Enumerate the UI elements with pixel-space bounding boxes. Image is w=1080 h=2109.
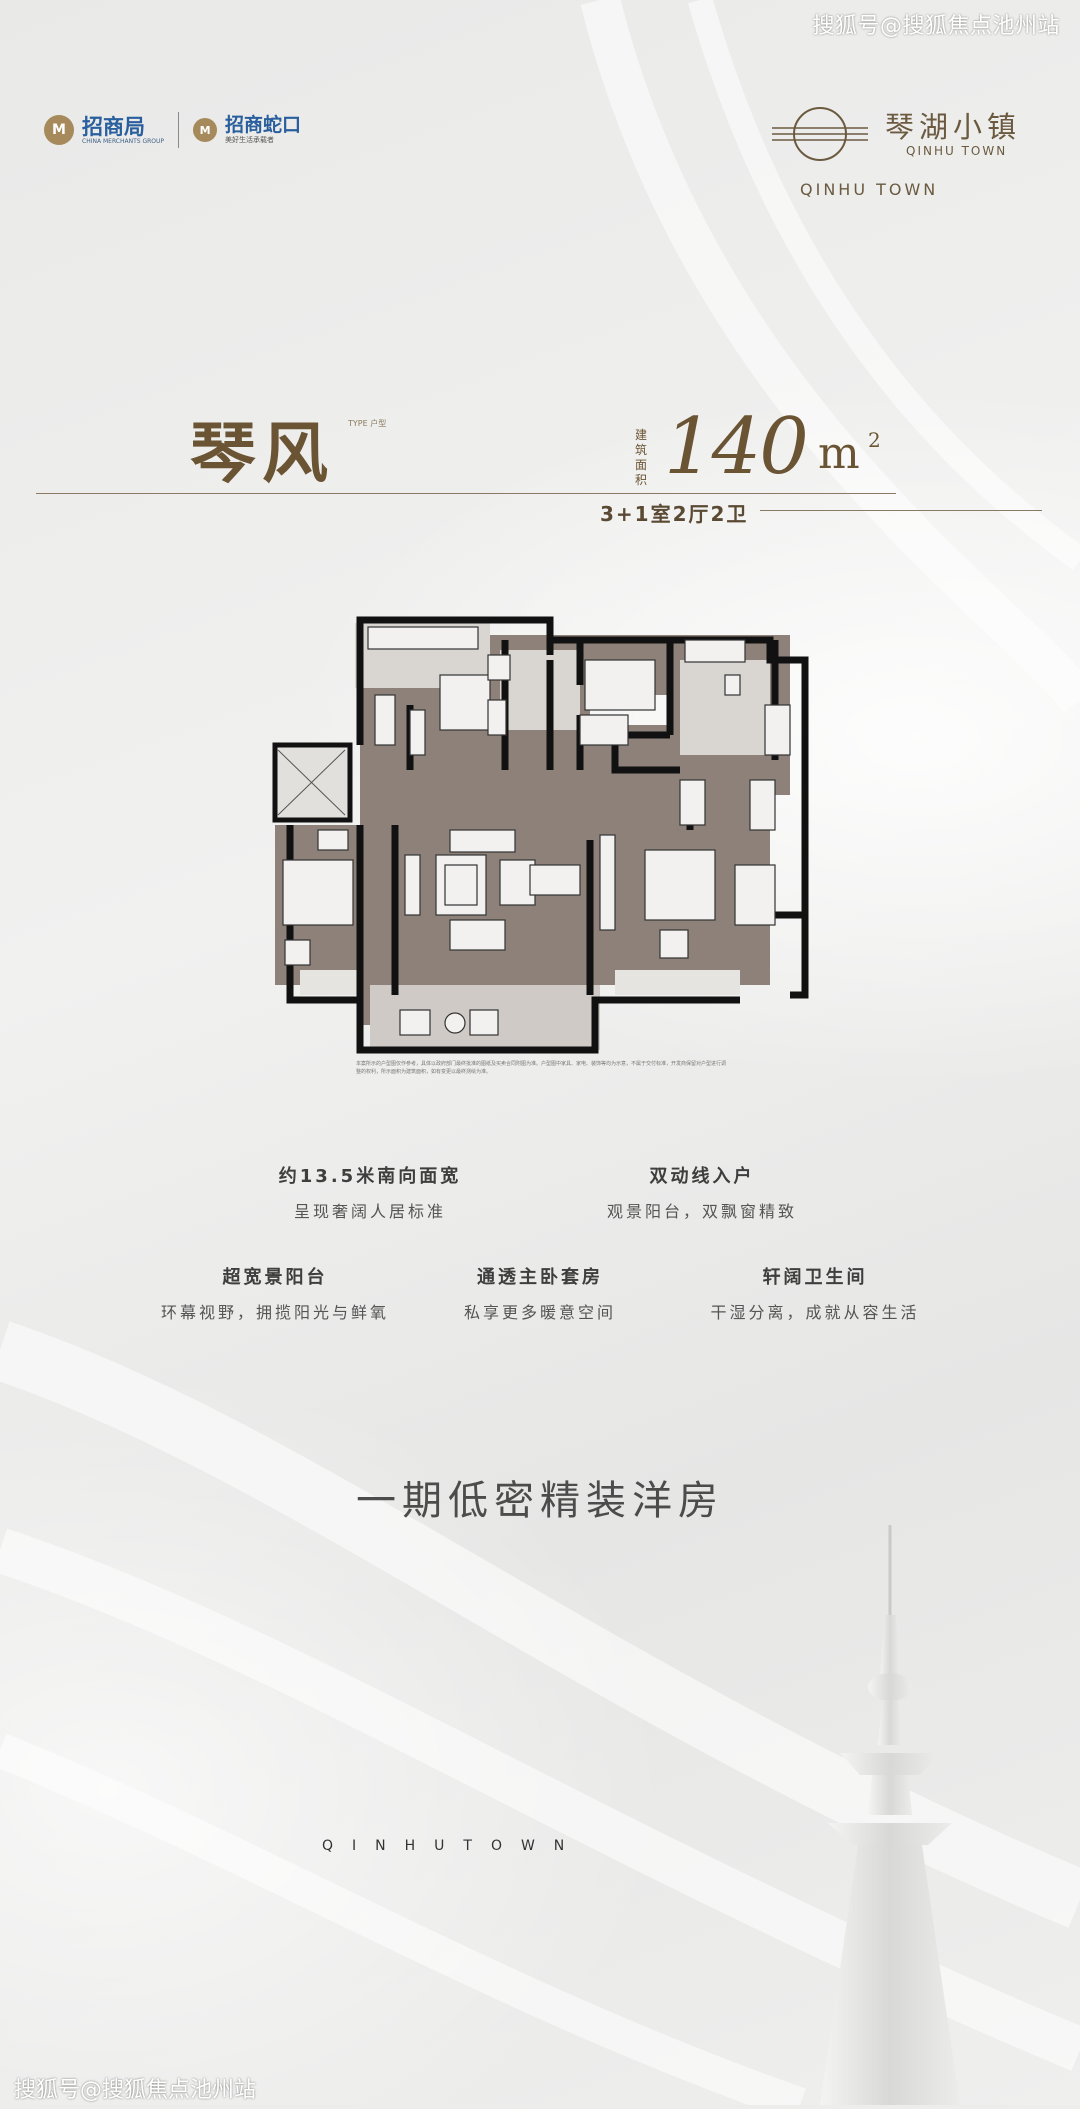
feature-desc: 呈现奢阔人居标准 <box>293 1202 446 1221</box>
slogan: 一期低密精装洋房 <box>356 1478 724 1524</box>
cm-name: 招商局 <box>82 113 145 139</box>
feature-desc: 私享更多暖意空间 <box>463 1303 616 1322</box>
feature-desc: 干湿分离，成就从容生活 <box>710 1303 920 1322</box>
plan-disclaimer: 本案所示的户型图仅作参考，具体以政府部门最终批准的图纸及买卖合同附图为准。户型图… <box>356 1061 727 1075</box>
bottom-brand-en: QINHUTOWN <box>322 1838 584 1854</box>
feature-title: 约13.5米南向面宽 <box>278 1166 462 1187</box>
floor-plan-drawing <box>272 616 809 1054</box>
layout-text: 3+1室2厅2卫 <box>600 502 749 526</box>
layout-rule <box>760 510 1042 511</box>
china-merchants-logo: M 招商局 CHINA MERCHANTS GROUP M 招商蛇口 美好生活承… <box>44 112 301 148</box>
area-unit: m <box>818 428 860 479</box>
feature-2: 双动线入户 观景阳台，双飘窗精致 <box>532 1162 872 1222</box>
watermark-top: 搜狐号@搜狐焦点池州站 <box>812 14 1060 39</box>
cm-en: CHINA MERCHANTS GROUP <box>82 137 165 145</box>
feature-5: 轩阔卫生间 干湿分离，成就从容生活 <box>645 1263 985 1323</box>
area-value: 140 <box>664 402 809 492</box>
china-merchants-mark-icon: M <box>44 115 74 145</box>
header-rule <box>36 493 896 494</box>
qinhu-town-logo: 琴湖小镇 QINHU TOWN QINHU TOWN <box>770 100 1016 199</box>
floor-plan <box>260 615 820 1059</box>
feature-desc: 环幕视野，拥揽阳光与鲜氧 <box>160 1303 389 1322</box>
town-name-en: QINHU TOWN <box>800 180 939 199</box>
town-name-en-small: QINHU TOWN <box>906 144 1008 158</box>
watermark-bottom: 搜狐号@搜狐焦点池州站 <box>14 2078 257 2103</box>
feature-title: 双动线入户 <box>649 1166 755 1187</box>
cmsk-mark-icon: M <box>193 118 218 142</box>
feature-desc: 观景阳台，双飘窗精致 <box>606 1202 797 1221</box>
feature-title: 轩阔卫生间 <box>762 1267 868 1288</box>
sk-name: 招商蛇口 <box>225 114 302 136</box>
feature-title: 超宽景阳台 <box>222 1267 328 1288</box>
tower-icon <box>820 1525 960 2105</box>
feature-title: 通透主卧套房 <box>477 1267 603 1288</box>
tower-illustration <box>800 1525 980 2109</box>
logo-divider <box>178 112 180 148</box>
qinhu-emblem-icon <box>772 107 868 161</box>
area-label: 建筑面积 <box>635 428 648 487</box>
feature-1: 约13.5米南向面宽 呈现奢阔人居标准 <box>200 1162 540 1222</box>
sk-sub: 美好生活承载者 <box>225 136 275 144</box>
town-name-cn: 琴湖小镇 <box>885 110 1022 144</box>
feature-3: 超宽景阳台 环幕视野，拥揽阳光与鲜氧 <box>105 1263 445 1323</box>
type-label: TYPE 户型 <box>348 419 387 428</box>
unit-name: 琴风 <box>190 414 334 492</box>
area-unit-sup: 2 <box>868 428 881 452</box>
feature-4: 通透主卧套房 私享更多暖意空间 <box>370 1263 710 1323</box>
